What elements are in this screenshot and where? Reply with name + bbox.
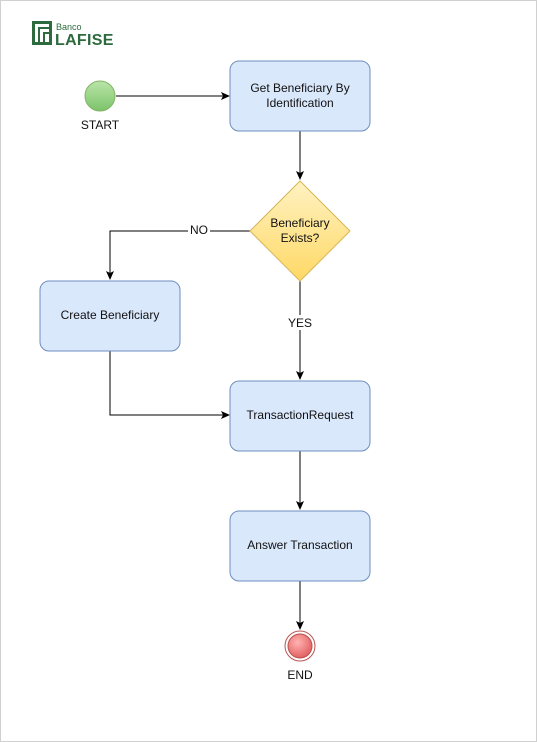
edge-no-label: NO xyxy=(190,223,208,237)
edge-no-label-bg xyxy=(188,223,210,238)
edge-create-to-transaction xyxy=(109,351,230,419)
edge-yes-label-bg xyxy=(286,315,314,330)
step-get-beneficiary-line2: Identification xyxy=(266,96,333,110)
end-event-icon xyxy=(284,630,316,662)
decision-beneficiary-exists xyxy=(249,180,351,282)
step-get-beneficiary xyxy=(229,60,371,132)
connectors xyxy=(106,92,304,630)
step-transaction-request xyxy=(229,380,371,452)
edge-decision-no xyxy=(106,230,250,280)
edge-yes-label: YES xyxy=(288,316,312,330)
decision-line2: Exists? xyxy=(281,231,320,245)
step-answer-transaction xyxy=(229,510,371,582)
step-transaction-request-label: TransactionRequest xyxy=(247,408,355,422)
end-label: END xyxy=(287,668,313,682)
step-create-beneficiary-label: Create Beneficiary xyxy=(61,308,160,322)
step-answer-transaction-label: Answer Transaction xyxy=(247,538,352,552)
start-label: START xyxy=(81,118,120,132)
start-event-icon xyxy=(84,80,116,112)
bank-logo: Banco LAFISE xyxy=(32,21,114,49)
decision-line1: Beneficiary xyxy=(270,216,329,230)
step-get-beneficiary-line1: Get Beneficiary By xyxy=(250,81,349,95)
step-create-beneficiary xyxy=(39,280,181,352)
logo-small-text: Banco xyxy=(56,22,82,32)
logo-big-text: LAFISE xyxy=(55,32,114,49)
logo-mark-icon xyxy=(32,21,52,45)
